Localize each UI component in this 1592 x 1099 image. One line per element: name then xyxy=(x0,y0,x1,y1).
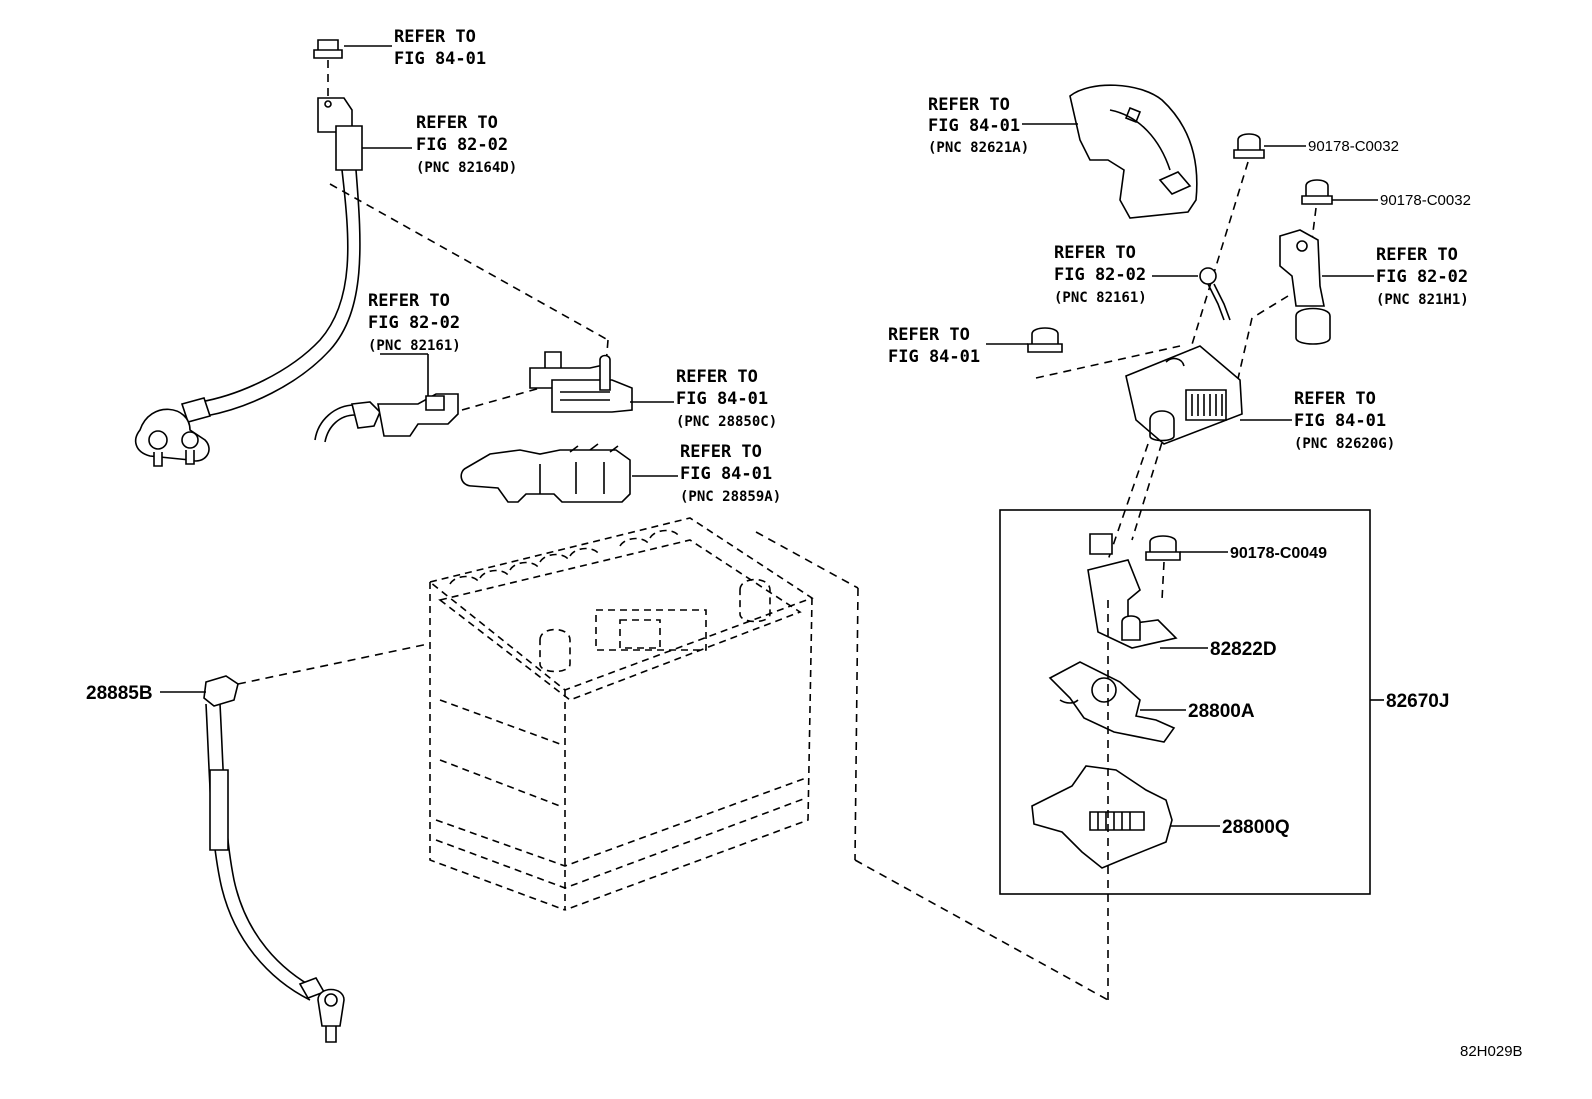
bracket-ref-line1: REFER TO xyxy=(1376,245,1458,265)
top-bolt-ref-line1: REFER TO xyxy=(394,27,476,47)
block-ref-line2: FIG 84-01 xyxy=(1294,411,1386,431)
cover-ref-pnc: (PNC 82621A) xyxy=(928,140,1029,156)
cable-mid-ref-line2: FIG 82-02 xyxy=(368,313,460,333)
terminal-cover xyxy=(1022,84,1198,219)
holder-28800q xyxy=(1031,765,1220,869)
bracket-ref-line2: FIG 82-02 xyxy=(1376,267,1468,287)
clamp-bracket xyxy=(460,443,678,503)
bolt-c-code: 90178-C0049 xyxy=(1230,545,1327,562)
part-28885b-label: 28885B xyxy=(86,683,153,704)
terminal-block xyxy=(1125,345,1292,445)
cover-ref-line2: FIG 84-01 xyxy=(928,116,1020,136)
nut-ref-line2: FIG 84-01 xyxy=(888,347,980,367)
positive-cable xyxy=(134,97,412,467)
cable-mid-ref-line1: REFER TO xyxy=(368,291,450,311)
wire-ref-pnc: (PNC 82161) xyxy=(1054,290,1147,306)
fuse-box xyxy=(529,351,674,413)
cable-pos-ref-line2: FIG 82-02 xyxy=(416,135,508,155)
bracket-821h1 xyxy=(1279,229,1374,345)
bolt-90178-c0032-b xyxy=(1301,179,1378,205)
part-28800a-label: 28800A xyxy=(1188,701,1255,722)
top-bolt-ref-line2: FIG 84-01 xyxy=(394,49,486,69)
bolt-90178-c0049 xyxy=(1145,535,1228,561)
fuse-box-ref-line1: REFER TO xyxy=(676,367,758,387)
battery xyxy=(428,517,814,911)
nut-ref-line1: REFER TO xyxy=(888,325,970,345)
bracket-82822d xyxy=(1087,533,1208,649)
diagram-code: 82H029B xyxy=(1460,1043,1523,1060)
clamp-ref-pnc: (PNC 28859A) xyxy=(680,489,781,505)
cable-pos-ref-line1: REFER TO xyxy=(416,113,498,133)
part-82822d-label: 82822D xyxy=(1210,639,1277,660)
wire-ref-line2: FIG 82-02 xyxy=(1054,265,1146,285)
bolt-a-code: 90178-C0032 xyxy=(1308,138,1399,155)
cover-ref-line1: REFER TO xyxy=(928,95,1010,115)
cable-pos-ref-pnc: (PNC 82164D) xyxy=(416,160,517,176)
small-wire xyxy=(1152,267,1231,321)
nut-right xyxy=(986,327,1063,353)
part-82670j-label: 82670J xyxy=(1386,691,1449,712)
clamp-ref-line1: REFER TO xyxy=(680,442,762,462)
bolt-b-code: 90178-C0032 xyxy=(1380,192,1471,209)
assembly-box xyxy=(999,509,1384,895)
terminal-28800a xyxy=(1048,661,1186,743)
block-ref-line1: REFER TO xyxy=(1294,389,1376,409)
top-bolt xyxy=(313,39,392,59)
fuse-box-ref-line2: FIG 84-01 xyxy=(676,389,768,409)
cable-mid-ref-pnc: (PNC 82161) xyxy=(368,338,461,354)
clamp-ref-line2: FIG 84-01 xyxy=(680,464,772,484)
wire-ref-line1: REFER TO xyxy=(1054,243,1136,263)
mid-wire xyxy=(314,353,541,443)
part-28800q-label: 28800Q xyxy=(1222,817,1290,838)
negative-cable xyxy=(160,643,429,1043)
bracket-ref-pnc: (PNC 821H1) xyxy=(1376,292,1469,308)
bolt-90178-c0032-a xyxy=(1233,133,1306,159)
block-ref-pnc: (PNC 82620G) xyxy=(1294,436,1395,452)
fuse-box-ref-pnc: (PNC 28850C) xyxy=(676,414,777,430)
